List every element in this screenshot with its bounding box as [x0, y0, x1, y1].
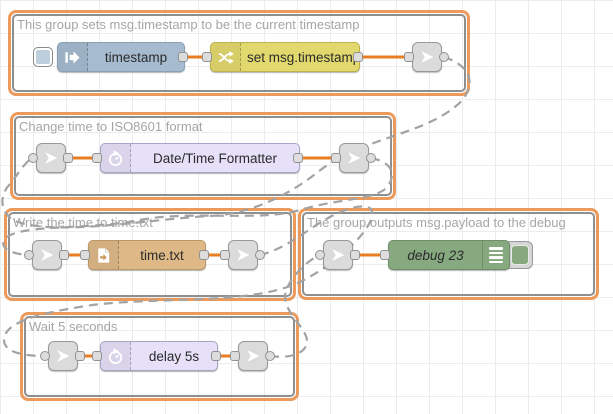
node-label: time.txt [140, 247, 184, 263]
output-port[interactable] [75, 351, 85, 361]
link-icon [247, 350, 260, 362]
group-inner-border [302, 212, 595, 296]
group-title: This group sets msg.timestamp to be the … [17, 17, 360, 32]
link-in-port[interactable] [40, 351, 50, 361]
input-port[interactable] [380, 250, 390, 260]
link-out-port[interactable] [366, 153, 376, 163]
debug-list-icon [482, 241, 509, 269]
link-icon [45, 152, 58, 164]
file-write-node[interactable]: time.txt [88, 240, 206, 270]
link-in-port[interactable] [315, 250, 325, 260]
input-port[interactable] [202, 52, 212, 62]
link-in-node[interactable] [36, 143, 66, 173]
group-inner-border [24, 316, 295, 397]
output-port[interactable] [211, 351, 221, 361]
input-port[interactable] [92, 351, 102, 361]
delay-node[interactable]: delay 5s [100, 341, 218, 371]
node-label: set msg.timestamp [247, 49, 361, 65]
debug-node[interactable]: debug 23 [388, 240, 510, 270]
datetime-formatter-node[interactable]: Date/Time Formatter [100, 143, 300, 173]
output-port[interactable] [178, 52, 188, 62]
link-in-node[interactable] [323, 240, 353, 270]
link-out-node[interactable] [412, 42, 442, 72]
link-out-node[interactable] [238, 341, 268, 371]
link-out-port[interactable] [265, 351, 275, 361]
group-inner-border [14, 116, 392, 196]
node-label: Date/Time Formatter [152, 150, 278, 166]
link-out-port[interactable] [439, 52, 449, 62]
link-icon [421, 51, 434, 63]
group-wait-5s[interactable]: Wait 5 seconds [20, 312, 299, 401]
node-label: delay 5s [148, 348, 200, 364]
link-wire-g5-to-g4[interactable] [269, 253, 321, 358]
inject-node[interactable]: timestamp [57, 42, 185, 72]
link-out-port[interactable] [255, 250, 265, 260]
output-port[interactable] [63, 153, 73, 163]
group-title: Wait 5 seconds [29, 319, 118, 334]
link-out-node[interactable] [228, 240, 258, 270]
debug-toggle-inner [511, 245, 529, 265]
link-in-node[interactable] [32, 240, 62, 270]
group-iso8601[interactable]: Change time to ISO8601 format [10, 112, 396, 200]
inject-trigger-button[interactable] [33, 47, 53, 67]
timer-icon [101, 342, 131, 370]
node-label: debug 23 [407, 247, 464, 263]
input-port[interactable] [220, 250, 230, 260]
change-node[interactable]: set msg.timestamp [210, 42, 360, 72]
link-icon [41, 249, 54, 261]
input-port[interactable] [80, 250, 90, 260]
group-inner-border [12, 14, 466, 92]
shuffle-icon [211, 43, 241, 71]
group-title: The group outputs msg.payload to the deb… [307, 215, 566, 230]
group-inner-border [8, 212, 292, 297]
input-port[interactable] [92, 153, 102, 163]
group-debug-output[interactable]: The group outputs msg.payload to the deb… [298, 208, 599, 300]
timer-icon [101, 144, 131, 172]
link-wire-g1-to-g2[interactable] [1, 55, 471, 229]
output-port[interactable] [353, 52, 363, 62]
group-title: Change time to ISO8601 format [19, 119, 203, 134]
group-set-timestamp[interactable]: This group sets msg.timestamp to be the … [8, 10, 470, 96]
link-in-port[interactable] [24, 250, 34, 260]
link-in-port[interactable] [28, 153, 38, 163]
output-port[interactable] [293, 153, 303, 163]
link-in-node[interactable] [48, 341, 78, 371]
file-out-icon [89, 241, 119, 269]
output-port[interactable] [199, 250, 209, 260]
link-icon [332, 249, 345, 261]
node-label: timestamp [104, 49, 168, 65]
input-port[interactable] [230, 351, 240, 361]
link-out-node[interactable] [339, 143, 369, 173]
link-icon [348, 152, 361, 164]
input-port[interactable] [331, 153, 341, 163]
output-port[interactable] [350, 250, 360, 260]
inject-arrow-icon [58, 43, 88, 71]
link-wire-g3-to-g5[interactable] [2, 205, 374, 358]
input-port[interactable] [404, 52, 414, 62]
link-icon [57, 350, 70, 362]
output-port[interactable] [59, 250, 69, 260]
link-icon [237, 249, 250, 261]
